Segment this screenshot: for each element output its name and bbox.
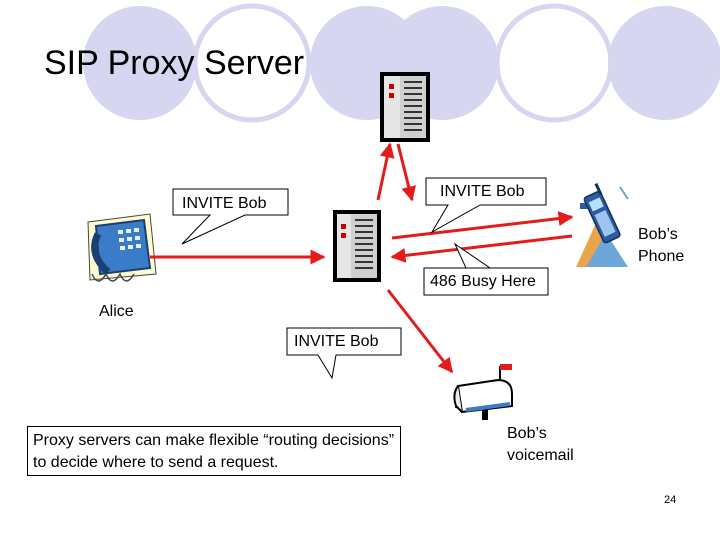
callout-invite-lower [286, 327, 402, 380]
busy-here-text: 486 Busy Here [430, 273, 536, 290]
bob-phone-label: Bob’s Phone [638, 226, 685, 265]
callout-busy [423, 242, 549, 296]
telephone-icon [87, 213, 157, 282]
slide-title: SIP Proxy Server [44, 44, 305, 82]
arrow-upper-server-to-proxy [396, 143, 417, 202]
arrow-proxy-to-phone [391, 211, 574, 240]
callout-shapes [172, 177, 549, 380]
bob-voicemail-label: Bob’s voicemail [507, 425, 574, 464]
message-arrows [150, 142, 574, 374]
alice-label: Alice [99, 303, 134, 320]
arrow-proxy-to-upper-server [376, 142, 395, 201]
callout-invite-left [172, 188, 289, 245]
callout-invite-upper [425, 177, 547, 234]
arrow-phone-to-proxy [390, 234, 573, 263]
routing-note: Proxy servers can make flexible “routing… [27, 426, 401, 476]
mobile-phone-icon [576, 182, 629, 267]
page-number: 24 [664, 494, 677, 506]
server-icon [333, 210, 381, 282]
mailbox-icon [453, 364, 513, 420]
server-icon [380, 72, 430, 142]
invite-bob-lower-text: INVITE Bob [294, 333, 379, 350]
arrow-proxy-to-voicemail [386, 289, 454, 374]
invite-bob-upper-text: INVITE Bob [440, 183, 525, 200]
invite-bob-left-text: INVITE Bob [182, 195, 267, 212]
